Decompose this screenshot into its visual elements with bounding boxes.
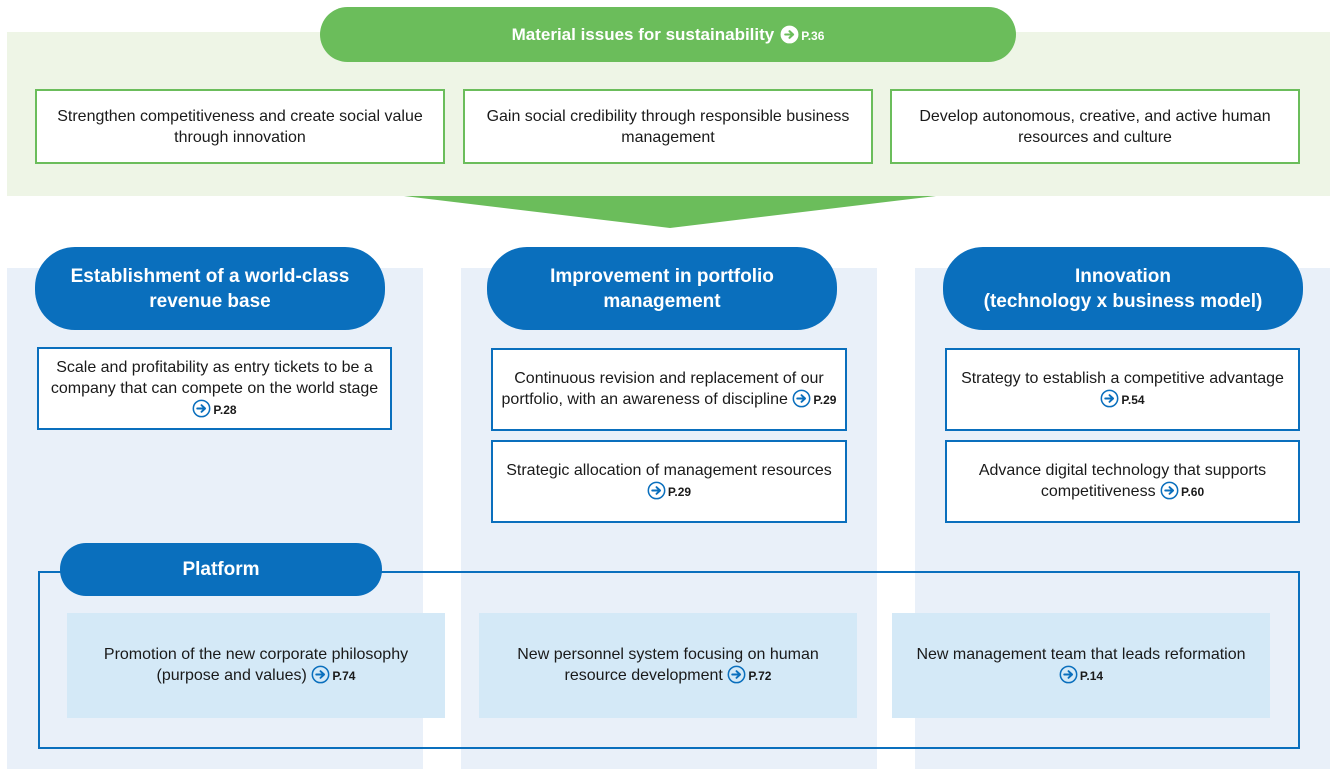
platform-item: Promotion of the new corporate philosoph… [75,644,437,687]
column-header-portfolio: Improvement in portfolio management [487,247,837,330]
strategy-item: Continuous revision and replacement of o… [501,368,837,411]
circle-arrow-right-icon [311,665,330,684]
material-issue-box: Gain social credibility through responsi… [463,89,873,164]
circle-arrow-right-icon [1160,481,1179,500]
page-ref: P.14 [1079,669,1104,683]
column-header-innovation: Innovation (technology x business model) [943,247,1303,330]
column-title-line: revenue base [149,290,271,312]
column-title-line: (technology x business model) [983,290,1263,312]
strategy-item-text: Scale and profitability as entry tickets… [50,358,379,397]
platform-item: New personnel system focusing on human r… [487,644,849,687]
material-issue-box: Strengthen competitiveness and create so… [35,89,445,164]
column-title-line: Establishment of a world-class [70,265,350,287]
platform-item-text: New management team that leads reformati… [916,646,1246,663]
page-ref: P.29 [667,485,692,499]
platform-item: New management team that leads reformati… [900,644,1262,687]
page-ref: P.29 [813,393,837,407]
circle-arrow-right-icon [792,389,811,408]
page-link[interactable]: P.29 [792,389,837,408]
material-issues-header: Material issues for sustainability P.36 [320,7,1016,62]
material-issues-link[interactable]: P.36 [780,25,824,45]
column-header-revenue-base: Establishment of a world-class revenue ba… [35,247,385,330]
page-ref: P.60 [1181,485,1205,499]
page-link[interactable]: P.28 [192,399,237,418]
strategy-item-box: Scale and profitability as entry tickets… [37,347,392,430]
column-title-line: Improvement in portfolio [550,265,774,287]
strategy-item-box: Strategy to establish a competitive adva… [945,348,1300,431]
page-link[interactable]: P.14 [1059,665,1104,684]
strategy-item-box: Continuous revision and replacement of o… [491,348,847,431]
strategy-item-text: Advance digital technology that supports… [978,462,1267,500]
platform-item-text: New personnel system focusing on human r… [517,646,819,684]
material-issue-text: Strengthen competitiveness and create so… [57,107,423,146]
page-link[interactable]: P.29 [647,481,692,500]
page-ref: P.36 [801,28,825,43]
strategy-item-text: Strategic allocation of management resou… [506,462,832,479]
circle-arrow-right-icon [647,481,666,500]
down-arrow-shape [404,196,936,228]
column-title-line: Innovation [1074,265,1172,287]
platform-item-box: New personnel system focusing on human r… [479,613,857,718]
circle-arrow-right-icon [780,25,799,43]
strategy-item: Strategy to establish a competitive adva… [955,368,1290,411]
platform-item-box: New management team that leads reformati… [892,613,1270,718]
circle-arrow-right-icon [1059,665,1078,684]
material-issue-box: Develop autonomous, creative, and active… [890,89,1300,164]
page-link[interactable]: P.74 [311,665,356,684]
strategy-item: Scale and profitability as entry tickets… [47,357,382,421]
platform-frame [38,571,1300,749]
strategy-item-text: Strategy to establish a competitive adva… [961,370,1284,387]
material-issue-text: Gain social credibility through responsi… [486,107,850,146]
strategy-item: Advance digital technology that supports… [955,460,1290,503]
platform-title: Platform [182,558,260,580]
circle-arrow-right-icon [1100,389,1119,408]
strategy-item: Strategic allocation of management resou… [501,460,837,503]
page-link[interactable]: P.72 [727,665,772,684]
material-issues-title: Material issues for sustainability [511,24,775,44]
page-ref: P.54 [1121,393,1145,407]
page-link[interactable]: P.54 [1100,389,1145,408]
page-ref: P.72 [748,669,772,683]
platform-item-box: Promotion of the new corporate philosoph… [67,613,445,718]
column-title-line: management [603,290,721,312]
strategy-item-text: Continuous revision and replacement of o… [501,370,824,408]
circle-arrow-right-icon [192,399,211,417]
platform-header: Platform [60,543,382,596]
page-link[interactable]: P.60 [1160,481,1205,500]
platform-item-text: Promotion of the new corporate philosoph… [103,646,409,684]
circle-arrow-right-icon [727,665,746,684]
page-ref: P.74 [332,669,356,683]
page-ref: P.28 [213,402,237,417]
strategy-item-box: Advance digital technology that supports… [945,440,1300,523]
material-issue-text: Develop autonomous, creative, and active… [919,107,1271,146]
strategy-item-box: Strategic allocation of management resou… [491,440,847,523]
